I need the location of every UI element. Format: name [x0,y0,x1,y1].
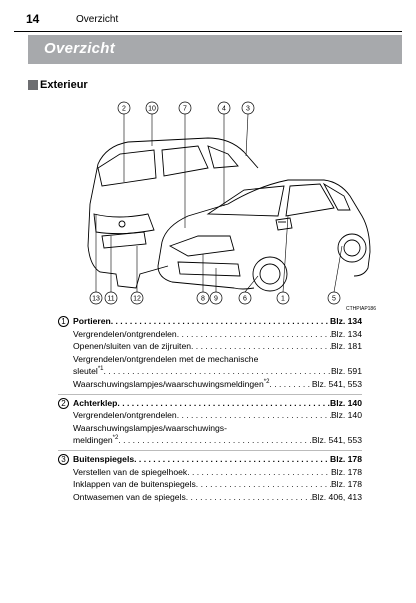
footnote-marker: *2 [112,435,119,442]
header-section-title: Overzicht [76,14,119,25]
chapter-title: Overzicht [44,40,116,57]
illustration-code: CTHPIAP186 [346,306,376,312]
callout-1 [276,291,290,305]
callout-4 [217,101,231,115]
page-number: 14 [26,12,40,26]
page-reference: Blz. 140 [330,410,362,421]
entry-subitem: sleutel*1Blz. 591 [73,365,362,378]
entry-title: Achterklep [73,397,118,408]
callout-5 [327,291,341,305]
page-reference: Blz. 134 [329,316,362,326]
callout-label: 3 [246,106,250,113]
callout-label: 11 [107,296,114,303]
page-header: 14 Overzicht [0,0,416,34]
callout-label: 5 [332,296,336,303]
callout-13 [89,291,103,305]
page-reference: Blz. 134 [330,328,362,339]
page-reference: Blz. 541, 553 [311,378,362,389]
page-reference: Blz. 178 [330,466,362,477]
page-reference: Blz. 181 [330,341,362,352]
car-exterior-illustration: 2 10 7 4 3 13 11 12 8 9 6 1 5 CTHPIAP186 [87,101,376,312]
footnote-marker: *2 [263,379,270,386]
entry-number: 3 [58,453,69,465]
entry-title: Buitenspiegels [73,453,135,464]
callout-9 [209,291,223,305]
entry-subitem-line: Waarschuwingslampjes/waarschuwings- [73,422,227,433]
entry-title-row: Portieren Blz. 134 [73,315,362,328]
page-reference: Blz. 406, 413 [311,491,362,502]
chapter-title-bar: Overzicht [28,35,402,64]
callout-8 [196,291,210,305]
callout-label: 10 [148,106,156,113]
page-reference: Blz. 178 [330,479,362,490]
callout-label: 8 [201,296,205,303]
callout-label: 4 [222,106,226,113]
callout-2 [117,101,131,115]
entry-title-row: Achterklep Blz. 140 [73,397,362,410]
entry-title-row: Buitenspiegels Blz. 178 [73,453,362,466]
page-reference: Blz. 591 [330,366,362,377]
callout-label: 7 [183,106,187,113]
section-heading-text: Exterieur [40,79,88,91]
callout-label: 2 [122,106,126,113]
list-item: 2 AchterklepBlz. 140 Vergrendelen/ontgre… [58,393,362,450]
entry-subitem: Ontwasemen van de spiegelsBlz. 406, 413 [73,491,362,504]
page-reference: Blz. 541, 553 [311,435,362,446]
callout-7 [178,101,192,115]
page-reference: Blz. 178 [329,453,362,464]
entry-subitem: Openen/sluiten van de zijruitenBlz. 181 [73,340,362,353]
list-item: 1 PortierenBlz. 134 Vergrendelen/ontgren… [58,313,362,394]
entry-subitem: Vergrendelen/ontgrendelenBlz. 134 [73,328,362,341]
callout-label: 12 [133,296,141,303]
callout-11 [104,291,118,305]
callout-label: 9 [214,296,218,303]
callout-label: 13 [92,296,100,303]
callout-6 [238,291,252,305]
entry-subitem-line: Vergrendelen/ontgrendelen met de mechani… [73,353,259,364]
section-heading: Exterieur [28,79,88,91]
callout-10 [145,101,159,115]
entry-subitem: Vergrendelen/ontgrendelenBlz. 140 [73,409,362,422]
header-divider [14,31,402,32]
list-item: 3 BuitenspiegelsBlz. 178 Verstellen van … [58,449,362,506]
callout-label: 1 [281,296,285,303]
entry-subitem: Inklappen van de buitenspiegelsBlz. 178 [73,478,362,491]
entry-title: Portieren [73,316,111,326]
entry-subitem: Verstellen van de spiegelhoekBlz. 178 [73,466,362,479]
footnote-marker: *1 [97,366,104,373]
callout-12 [130,291,144,305]
callout-3 [241,101,255,115]
entry-number: 2 [58,397,69,409]
callout-label: 6 [243,296,247,303]
component-list: 1 PortierenBlz. 134 Vergrendelen/ontgren… [58,313,362,506]
entry-subitem: meldingen*2Blz. 541, 553 [73,434,362,447]
entry-subitem: Waarschuwingslampjes/waarschuwingsmeldin… [73,378,362,391]
section-marker-icon [28,80,38,90]
page-reference: Blz. 140 [329,397,362,408]
entry-number: 1 [58,316,69,327]
